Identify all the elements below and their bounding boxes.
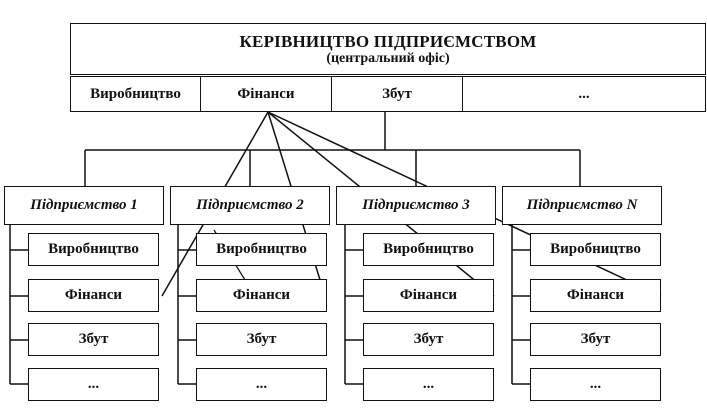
enterprise-3-box: Підприємство 3: [336, 186, 496, 225]
enterprise-n-unit-more: ...: [530, 368, 661, 401]
enterprise-3-unit-finance: Фінанси: [363, 279, 494, 312]
enterprise-1-unit-production: Виробництво: [28, 233, 159, 266]
headquarters-title: КЕРІВНИЦТВО ПІДПРИЄМСТВОМ: [239, 31, 537, 51]
enterprise-2-unit-production: Виробництво: [196, 233, 327, 266]
enterprise-2-box: Підприємство 2: [170, 186, 330, 225]
hq-dept-finance: Фінанси: [200, 76, 332, 112]
hq-dept-more: ...: [462, 76, 706, 112]
enterprise-n-box: Підприємство N: [502, 186, 662, 225]
enterprise-n-unit-production: Виробництво: [530, 233, 661, 266]
enterprise-2-unit-more: ...: [196, 368, 327, 401]
enterprise-1-unit-sales: Збут: [28, 323, 159, 356]
enterprise-3-unit-production: Виробництво: [363, 233, 494, 266]
enterprise-n-unit-finance: Фінанси: [530, 279, 661, 312]
hq-dept-sales: Збут: [331, 76, 463, 112]
enterprise-3-unit-sales: Збут: [363, 323, 494, 356]
headquarters-subtitle: (центральний офіс): [326, 50, 450, 66]
enterprise-1-unit-more: ...: [28, 368, 159, 401]
enterprise-2-unit-finance: Фінанси: [196, 279, 327, 312]
enterprise-3-unit-more: ...: [363, 368, 494, 401]
enterprise-1-box: Підприємство 1: [4, 186, 164, 225]
headquarters-box: КЕРІВНИЦТВО ПІДПРИЄМСТВОМ (центральний о…: [70, 23, 706, 75]
enterprise-1-unit-finance: Фінанси: [28, 279, 159, 312]
hq-dept-production: Виробництво: [70, 76, 201, 112]
enterprise-2-unit-sales: Збут: [196, 323, 327, 356]
enterprise-n-unit-sales: Збут: [530, 323, 661, 356]
